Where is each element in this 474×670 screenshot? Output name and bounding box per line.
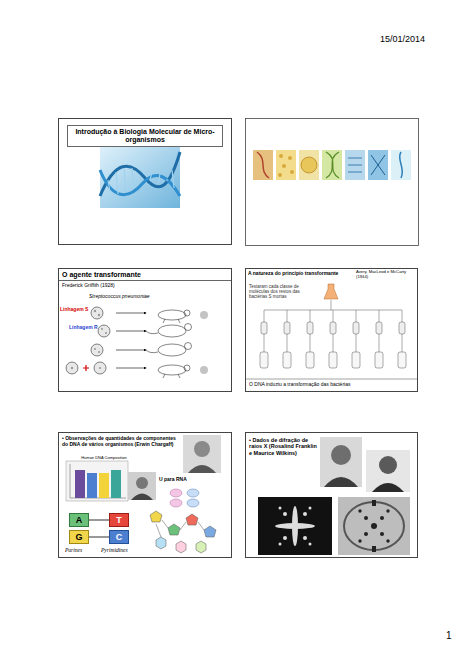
pair-line bbox=[89, 520, 109, 521]
base-letter: T bbox=[110, 514, 128, 526]
author-note: Frederick Griffith (1928) bbox=[62, 283, 182, 289]
class-label: Purines bbox=[65, 547, 99, 553]
base-box: T bbox=[109, 513, 129, 527]
slide-title: Introdução à Biologia Molecular de Micro… bbox=[67, 125, 223, 147]
base-letter: A bbox=[70, 514, 88, 526]
note-text: U para RNA bbox=[159, 477, 199, 483]
base-letter: C bbox=[110, 531, 128, 543]
body-text: Testaram cada classe de moléculas dos re… bbox=[249, 284, 317, 300]
bullet-text: • Observações de quantidades de componen… bbox=[62, 436, 177, 448]
slide-frame: O agente transformanteFrederick Griffith… bbox=[58, 268, 232, 392]
pair-line bbox=[89, 537, 109, 538]
base-box: C bbox=[109, 530, 129, 544]
class-label: Pyrimidines bbox=[101, 547, 147, 553]
dna-picture bbox=[100, 146, 180, 208]
page-number: 1 bbox=[446, 630, 460, 642]
avery-experiment bbox=[246, 284, 417, 379]
griffith-experiment bbox=[66, 307, 208, 378]
slide-frame: • Observações de quantidades de componen… bbox=[58, 432, 232, 558]
conclusion-text: O DNA induziu a transformação das bactér… bbox=[249, 382, 414, 388]
date-label: 15/01/2014 bbox=[380, 34, 460, 44]
species-name: Streptococcus pneumoniae bbox=[89, 294, 189, 300]
base-box: A bbox=[69, 513, 89, 527]
base-box: G bbox=[69, 530, 89, 544]
chart-title: Human DNA Composition bbox=[71, 456, 137, 461]
process-strip bbox=[246, 119, 419, 246]
strain-label: Linhagem S bbox=[60, 307, 90, 313]
author-note: Avery, MacLeod e McCarty (1944) bbox=[356, 270, 417, 280]
chargaff-figures bbox=[66, 435, 221, 553]
slide-frame: A natureza do princípio transformante Ave… bbox=[245, 268, 418, 392]
strain-label: Linhagem R bbox=[69, 325, 103, 331]
base-letter: G bbox=[70, 531, 88, 543]
slide-frame: Introdução à Biologia Molecular de Micro… bbox=[58, 118, 232, 245]
bullet-text: • Dados de difração de raios X (Rosalind… bbox=[249, 437, 319, 456]
slide-title: A natureza do princípio transformante bbox=[246, 270, 352, 278]
slide-title: O agente transformante bbox=[59, 270, 231, 281]
slide-frame: • Dados de difração de raios X (Rosalind… bbox=[245, 432, 418, 558]
